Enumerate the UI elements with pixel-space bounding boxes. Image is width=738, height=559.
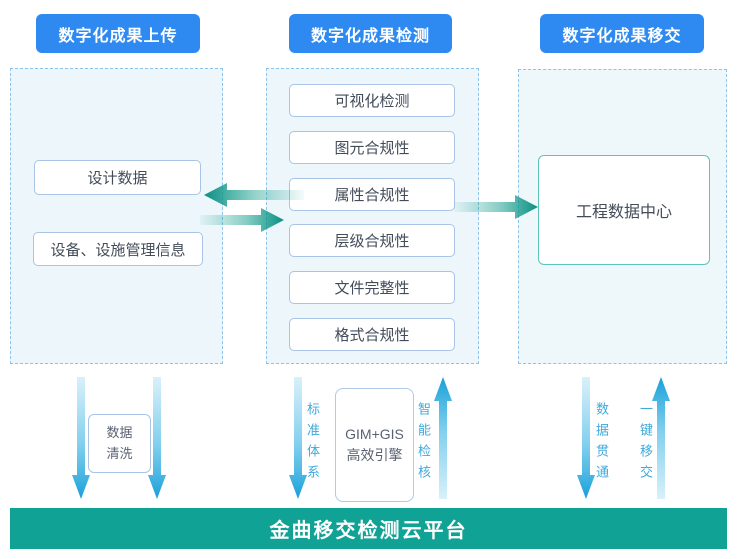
platform-bar: 金曲移交检测云平台: [10, 508, 727, 549]
arrow-down-icon: [289, 377, 307, 499]
gim-gis-engine-box: GIM+GIS 高效引擎: [335, 388, 414, 502]
smart-check-label: 智能检核: [416, 402, 431, 486]
arrow-right-icon: [454, 195, 538, 219]
gim-gis-line1: GIM+GIS: [345, 426, 404, 442]
standard-system-label: 标准体系: [305, 402, 320, 486]
arrow-down-icon: [577, 377, 595, 499]
data-cleaning-line2: 清洗: [106, 445, 133, 461]
engineering-data-center-box: 工程数据中心: [538, 155, 710, 265]
data-cleaning-line1: 数据: [106, 425, 133, 441]
check-visual-box: 可视化检测: [289, 84, 455, 117]
transfer-panel: 工程数据中心: [518, 69, 727, 364]
upload-panel: 设计数据 设备、设施管理信息: [10, 68, 223, 364]
check-format-box: 格式合规性: [289, 318, 455, 351]
data-cleaning-box: 数据 清洗: [88, 414, 151, 473]
gim-gis-line2: 高效引擎: [346, 447, 403, 463]
check-element-box: 图元合规性: [289, 131, 455, 164]
check-attribute-box: 属性合规性: [289, 178, 455, 211]
arrow-up-icon: [652, 377, 670, 499]
arrow-up-icon: [434, 377, 452, 499]
one-key-transfer-label: 一键移交: [638, 402, 653, 486]
design-data-box: 设计数据: [34, 160, 201, 195]
arrow-down-icon: [72, 377, 90, 499]
header-transfer: 数字化成果移交: [540, 14, 704, 53]
arrow-right-icon: [200, 208, 284, 232]
data-through-label: 数据贯通: [594, 402, 609, 486]
check-hierarchy-box: 层级合规性: [289, 224, 455, 257]
inspect-panel: 可视化检测 图元合规性 属性合规性 层级合规性 文件完整性 格式合规性: [266, 68, 479, 364]
check-file-box: 文件完整性: [289, 271, 455, 304]
arrow-left-icon: [204, 183, 304, 207]
arrow-down-icon: [148, 377, 166, 499]
header-upload: 数字化成果上传: [36, 14, 200, 53]
header-inspect: 数字化成果检测: [289, 14, 452, 53]
facility-info-box: 设备、设施管理信息: [33, 232, 203, 266]
